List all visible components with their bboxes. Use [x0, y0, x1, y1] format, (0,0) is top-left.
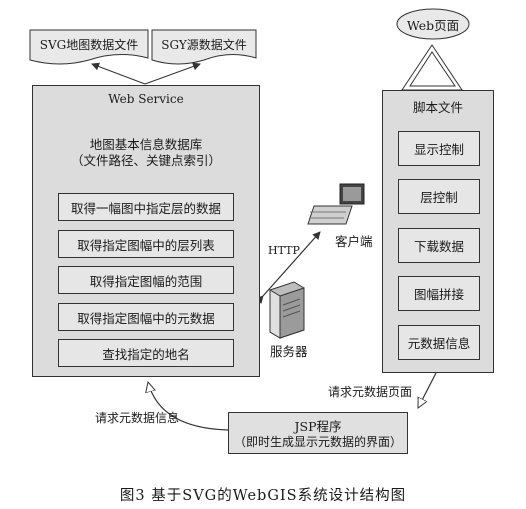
script-file-title: 脚本文件	[412, 100, 463, 115]
server-icon	[269, 281, 305, 339]
request-metadata-info-label: 请求元数据信息	[95, 411, 180, 425]
jsp-program-subtitle: （即时生成显示元数据的界面）	[233, 435, 402, 449]
svg-file-shape	[29, 29, 149, 65]
script-item-map-stitching: 图幅拼接	[398, 276, 480, 311]
operation-get-layer-data: 取得一幅图中指定层的数据	[58, 193, 234, 221]
jsp-program-title: JSP程序	[294, 419, 342, 434]
request-metadata-page-label: 请求元数据页面	[328, 385, 413, 399]
operation-get-layer-list: 取得指定图幅中的层列表	[58, 230, 234, 258]
sgy-file-shape	[151, 29, 257, 65]
web-service-title: Web Service	[108, 92, 184, 106]
script-item-download-data: 下载数据	[398, 228, 480, 263]
server-label: 服务器	[270, 344, 308, 359]
jsp-program-box	[228, 412, 408, 454]
script-item-metadata-info: 元数据信息	[398, 325, 480, 360]
client-label: 客户端	[335, 234, 373, 249]
operation-find-place-name: 查找指定的地名	[58, 339, 234, 367]
sgy-file-label: SGY源数据文件	[161, 38, 247, 52]
figure-caption: 图3 基于SVG的WebGIS系统设计结构图	[119, 488, 407, 504]
http-label: HTTP	[268, 244, 300, 257]
database-label-line2: （文件路径、关键点索引）	[70, 153, 221, 168]
script-item-display-control: 显示控制	[398, 131, 480, 166]
web-page-shape	[396, 8, 470, 40]
script-item-layer-control: 层控制	[398, 179, 480, 214]
operation-get-metadata: 取得指定图幅中的元数据	[58, 303, 234, 331]
operation-get-extent: 取得指定图幅的范围	[58, 266, 234, 294]
database-label-line1: 地图基本信息数据库	[89, 137, 203, 152]
svg-file-label: SVG地图数据文件	[39, 38, 139, 52]
web-page-label: Web页面	[406, 18, 460, 33]
client-computer-icon	[307, 183, 365, 225]
